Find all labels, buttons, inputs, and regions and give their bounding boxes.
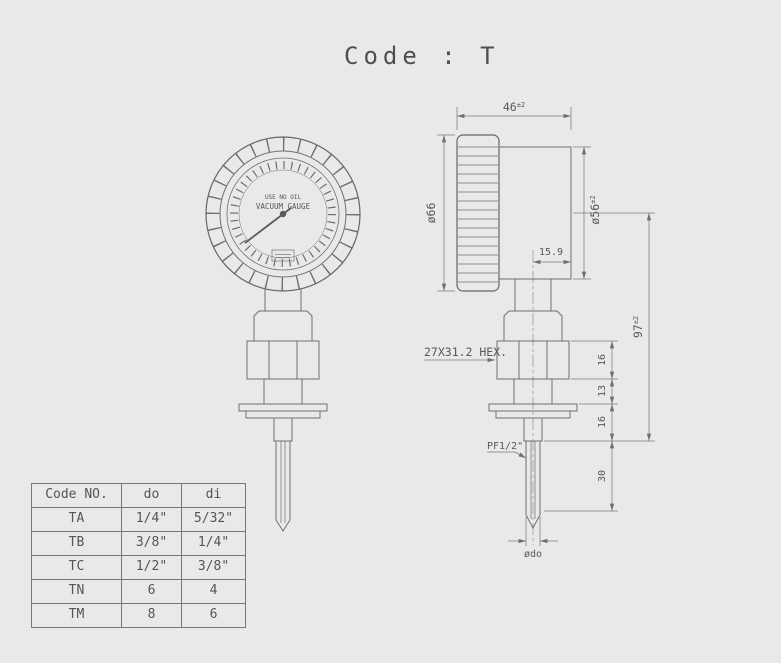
- dial-tick-ring: [230, 161, 336, 267]
- table-cell: TA: [32, 508, 122, 532]
- front-stem: [275, 441, 291, 520]
- bezel-crimp-ring: [206, 137, 360, 291]
- table-cell: 6: [122, 580, 182, 604]
- table-cell: TN: [32, 580, 122, 604]
- table-cell: 3/8": [182, 556, 246, 580]
- table-cell: 8: [122, 604, 182, 628]
- dim-seg-neck-text: 13: [597, 385, 608, 397]
- brand-mark: [271, 249, 295, 262]
- table-cell: 1/4": [182, 532, 246, 556]
- table-cell: TB: [32, 532, 122, 556]
- note-thread: PF1/2": [487, 441, 527, 459]
- dim-stem-dia-text: ødo: [524, 549, 542, 560]
- table-row: TB 3/8" 1/4": [32, 532, 246, 556]
- side-hex-nut: [496, 340, 570, 380]
- dim-front-dia: ø66: [424, 134, 455, 292]
- table-cell: 6: [182, 604, 246, 628]
- table-cell: 4: [182, 580, 246, 604]
- spec-table: Code NO. do di TA 1/4" 5/32" TB 3/8" 1/4…: [31, 483, 246, 628]
- dim-neck-offset-text: 15.9: [539, 247, 563, 258]
- dim-top-width-text: 46±2: [503, 100, 525, 114]
- table-row: TC 1/2" 3/8": [32, 556, 246, 580]
- front-flange: [238, 403, 328, 412]
- table-row: TM 8 6: [32, 604, 246, 628]
- front-body: [238, 288, 328, 532]
- table-cell: TM: [32, 604, 122, 628]
- side-case: [499, 146, 572, 280]
- table-row: TN 6 4: [32, 580, 246, 604]
- table-header-code: Code NO.: [32, 484, 122, 508]
- dim-rear-dia-text: ø56±2: [588, 195, 602, 224]
- dim-top-width: 46±2: [456, 100, 572, 130]
- front-hex-nut: [246, 340, 320, 380]
- note-thread-text: PF1/2": [487, 441, 523, 452]
- dim-overall: 97±2: [573, 212, 655, 441]
- dim-front-dia-text: ø66: [424, 203, 438, 224]
- dim-seg-hex-text: 16: [597, 354, 608, 366]
- side-stem: [525, 441, 541, 515]
- dimensions: 46±2 ø66 ø56±2 15.9 27X31.2 HEX.: [424, 100, 655, 560]
- table-cell: 1/2": [122, 556, 182, 580]
- table-header-row: Code NO. do di: [32, 484, 246, 508]
- front-view: USE NO OIL VACUUM GAUGE: [205, 136, 361, 532]
- gauge-bezel: [205, 136, 361, 292]
- note-hex-text: 27X31.2 HEX.: [424, 345, 507, 359]
- dim-neck-offset: 15.9: [533, 247, 571, 265]
- side-view: [456, 134, 578, 545]
- gauge-needle: [244, 207, 292, 244]
- table-cell: TC: [32, 556, 122, 580]
- dim-stem-dia: ødo: [508, 517, 558, 560]
- dim-seg-stem-text: 30: [597, 470, 608, 482]
- dim-segments: 16 13 16 30: [544, 340, 655, 512]
- side-thread-section: [523, 417, 543, 442]
- table-cell: 5/32": [182, 508, 246, 532]
- dial-text-line1: USE NO OIL: [265, 194, 302, 201]
- side-knurl-ring: [456, 134, 500, 292]
- page-title: Code : T: [344, 42, 500, 70]
- note-hex: 27X31.2 HEX.: [424, 345, 507, 363]
- table-cell: 3/8": [122, 532, 182, 556]
- front-thread-section: [273, 417, 293, 442]
- side-body: [488, 279, 578, 530]
- table-cell: 1/4": [122, 508, 182, 532]
- table-header-di: di: [182, 484, 246, 508]
- dim-overall-text: 97±2: [631, 316, 645, 338]
- table-header-do: do: [122, 484, 182, 508]
- table-row: TA 1/4" 5/32": [32, 508, 246, 532]
- dial-text-line2: VACUUM GAUGE: [256, 202, 311, 211]
- dim-seg-flange-text: 16: [597, 416, 608, 428]
